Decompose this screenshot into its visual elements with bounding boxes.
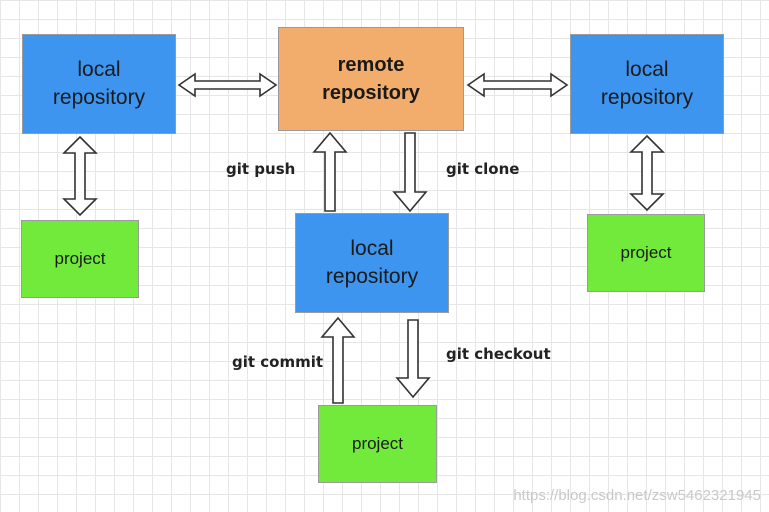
local-repository-center: local repository [295, 213, 449, 313]
local-repository-right-line2: repository [600, 86, 694, 109]
local-repository-left-line1: local [77, 58, 121, 81]
local-repository-right-line1: local [625, 58, 669, 81]
project-left: project [21, 220, 139, 298]
arrow-git-push [312, 131, 348, 212]
arrow-left-local-remote [177, 72, 278, 98]
local-repository-right: local repository [570, 34, 724, 134]
arrow-git-clone [392, 132, 428, 213]
local-repository-left: local repository [22, 34, 176, 134]
arrow-remote-right-local [466, 72, 569, 98]
project-center-label: project [351, 434, 404, 453]
local-repository-center-line1: local [350, 237, 394, 260]
arrow-left-local-project [62, 135, 98, 217]
project-center: project [318, 405, 437, 483]
project-right-label: project [620, 243, 672, 262]
remote-repository: remote repository [278, 27, 464, 131]
local-repository-center-line2: repository [325, 265, 419, 288]
git-commit-label: git commit [232, 353, 324, 371]
remote-repository-line1: remote [337, 54, 405, 76]
git-checkout-label: git checkout [446, 345, 551, 363]
project-left-label: project [54, 249, 106, 268]
arrow-git-checkout [395, 319, 431, 399]
local-repository-left-line2: repository [52, 86, 146, 109]
git-clone-label: git clone [446, 160, 520, 178]
project-right: project [587, 214, 705, 292]
remote-repository-line2: repository [322, 82, 420, 104]
arrow-right-local-project [629, 134, 665, 212]
watermark: https://blog.csdn.net/zsw5462321945 [513, 487, 761, 504]
arrow-git-commit [320, 316, 356, 404]
git-push-label: git push [226, 160, 296, 178]
